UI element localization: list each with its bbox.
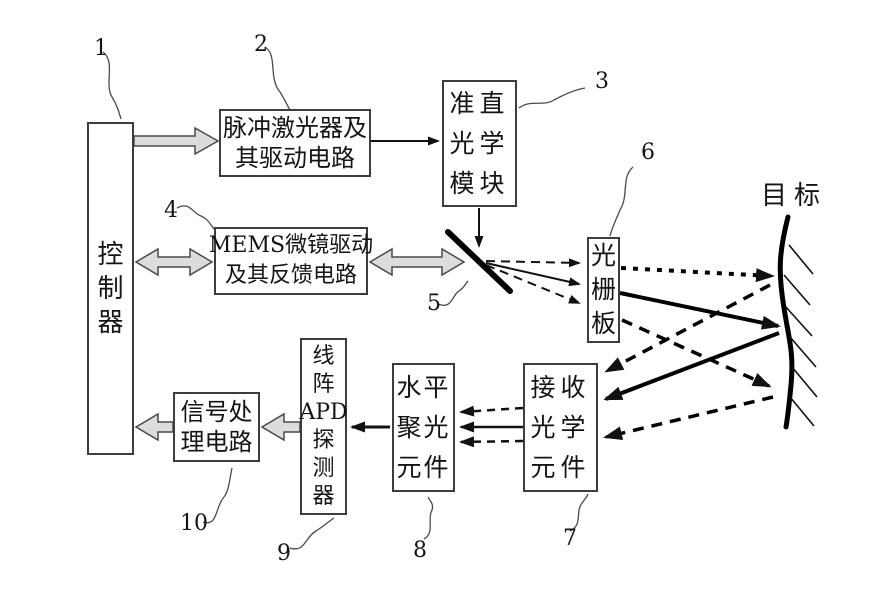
apd-detector-label: 阵	[312, 371, 335, 397]
block-arrow-controller-to-pulse-laser	[133, 126, 220, 156]
beam-mirror-grating-lower-dashed	[485, 264, 581, 304]
apd-detector-label: 器	[312, 483, 335, 509]
collimator-box: 准直 光学 模块	[442, 80, 517, 207]
target-curve	[777, 214, 795, 430]
mems-driver-label: 及其反馈电路	[224, 263, 357, 288]
apd-detector-label: 探	[312, 427, 335, 453]
ref-numeral-3: 3	[595, 69, 609, 94]
beam-mirror-grating-middle-solid	[485, 262, 581, 287]
leader-line-5	[437, 280, 469, 306]
beams-mirror-to-grating	[485, 258, 581, 304]
ref-numeral-2: 2	[254, 32, 268, 57]
receiving-optics-label: 光学	[530, 412, 591, 442]
block-arrow-signal-processor-to-controller	[134, 412, 174, 442]
leader-line-7	[569, 493, 589, 532]
leader-line-2	[264, 46, 291, 111]
apd-detector-label: 测	[312, 455, 335, 481]
beam-out-middle-solid	[619, 291, 781, 330]
block-arrow-controller-mems-bidirectional	[134, 247, 214, 277]
grating-plate-box: 光 栅 板	[587, 237, 620, 343]
beam-out-lower-dashed	[621, 318, 772, 388]
pulse-laser-label: 其驱动电路	[235, 144, 355, 172]
signal-processor-label: 理电路	[180, 428, 253, 456]
controller-label: 制	[97, 273, 124, 304]
leader-line-4	[176, 205, 215, 230]
apd-detector-box: 线 阵 APD 探 测 器	[299, 338, 348, 515]
block-arrow-mems-mirror-bidirectional	[368, 247, 466, 277]
target-label: 目标	[761, 181, 828, 211]
ref-numeral-6: 6	[641, 140, 655, 165]
apd-detector-label: 线	[312, 343, 335, 369]
mems-driver-label: MEMS微镜驱动	[208, 233, 374, 258]
receiving-optics-label: 元件	[530, 452, 591, 482]
beams-receiving-to-condenser	[459, 405, 524, 448]
condenser-label: 聚光	[396, 412, 451, 442]
beam-out-upper-dotted	[620, 266, 775, 283]
beam-mirror-grating-upper-dashed	[485, 258, 581, 268]
condenser-label: 水平	[396, 372, 451, 402]
ref-numeral-7: 7	[563, 526, 577, 551]
collimator-label: 模块	[449, 168, 510, 198]
condenser-label: 元件	[396, 452, 451, 482]
ref-numeral-10: 10	[180, 511, 208, 536]
leader-line-3	[518, 87, 586, 109]
ref-numeral-5: 5	[427, 291, 441, 316]
collimator-label: 光学	[449, 128, 510, 158]
reference-leader-lines	[102, 46, 634, 550]
controller-label: 器	[97, 307, 124, 338]
condenser-box: 水平 聚光 元件	[392, 363, 455, 492]
beam-return-upper-dashed	[604, 283, 771, 373]
apd-detector-label: APD	[299, 399, 348, 425]
grating-plate-label: 板	[590, 309, 616, 338]
receiving-optics-box: 接收 光学 元件	[523, 363, 598, 492]
block-arrow-apd-to-signal-processor	[260, 412, 301, 442]
beam-rec-cond-upper-dashed	[459, 405, 524, 417]
leader-line-9	[289, 517, 335, 550]
beam-return-lower-dashed	[603, 395, 774, 441]
ref-numeral-1: 1	[94, 36, 108, 61]
controller-label: 控	[97, 239, 124, 270]
target-surface	[777, 214, 818, 430]
beam-rec-cond-lower-dashed	[459, 436, 524, 448]
signal-processor-label: 信号处	[180, 398, 253, 426]
signal-processor-box: 信号处 理电路	[173, 392, 260, 462]
beams-grating-to-target	[619, 266, 781, 388]
mirror-line	[445, 229, 513, 294]
mems-driver-box: MEMS微镜驱动 及其反馈电路	[209, 227, 373, 295]
leader-line-1	[102, 51, 122, 120]
ref-numeral-9: 9	[277, 541, 291, 566]
ref-numeral-8: 8	[413, 538, 427, 563]
beams-target-to-receiving-optics	[603, 283, 780, 441]
pulse-laser-box: 脉冲激光器及 其驱动电路	[219, 109, 371, 177]
leader-line-10	[202, 467, 233, 524]
pulse-laser-label: 脉冲激光器及	[223, 114, 367, 142]
leader-line-8	[423, 496, 434, 540]
ref-numeral-4: 4	[164, 198, 178, 223]
leader-line-6	[609, 166, 634, 237]
grating-plate-label: 光	[590, 241, 616, 270]
receiving-optics-label: 接收	[530, 372, 591, 402]
collimator-label: 准直	[449, 88, 510, 118]
controller-box: 控 制 器	[87, 122, 134, 455]
grating-plate-label: 栅	[590, 275, 616, 304]
target-hatching	[783, 244, 818, 427]
beam-return-middle-solid	[603, 331, 780, 401]
